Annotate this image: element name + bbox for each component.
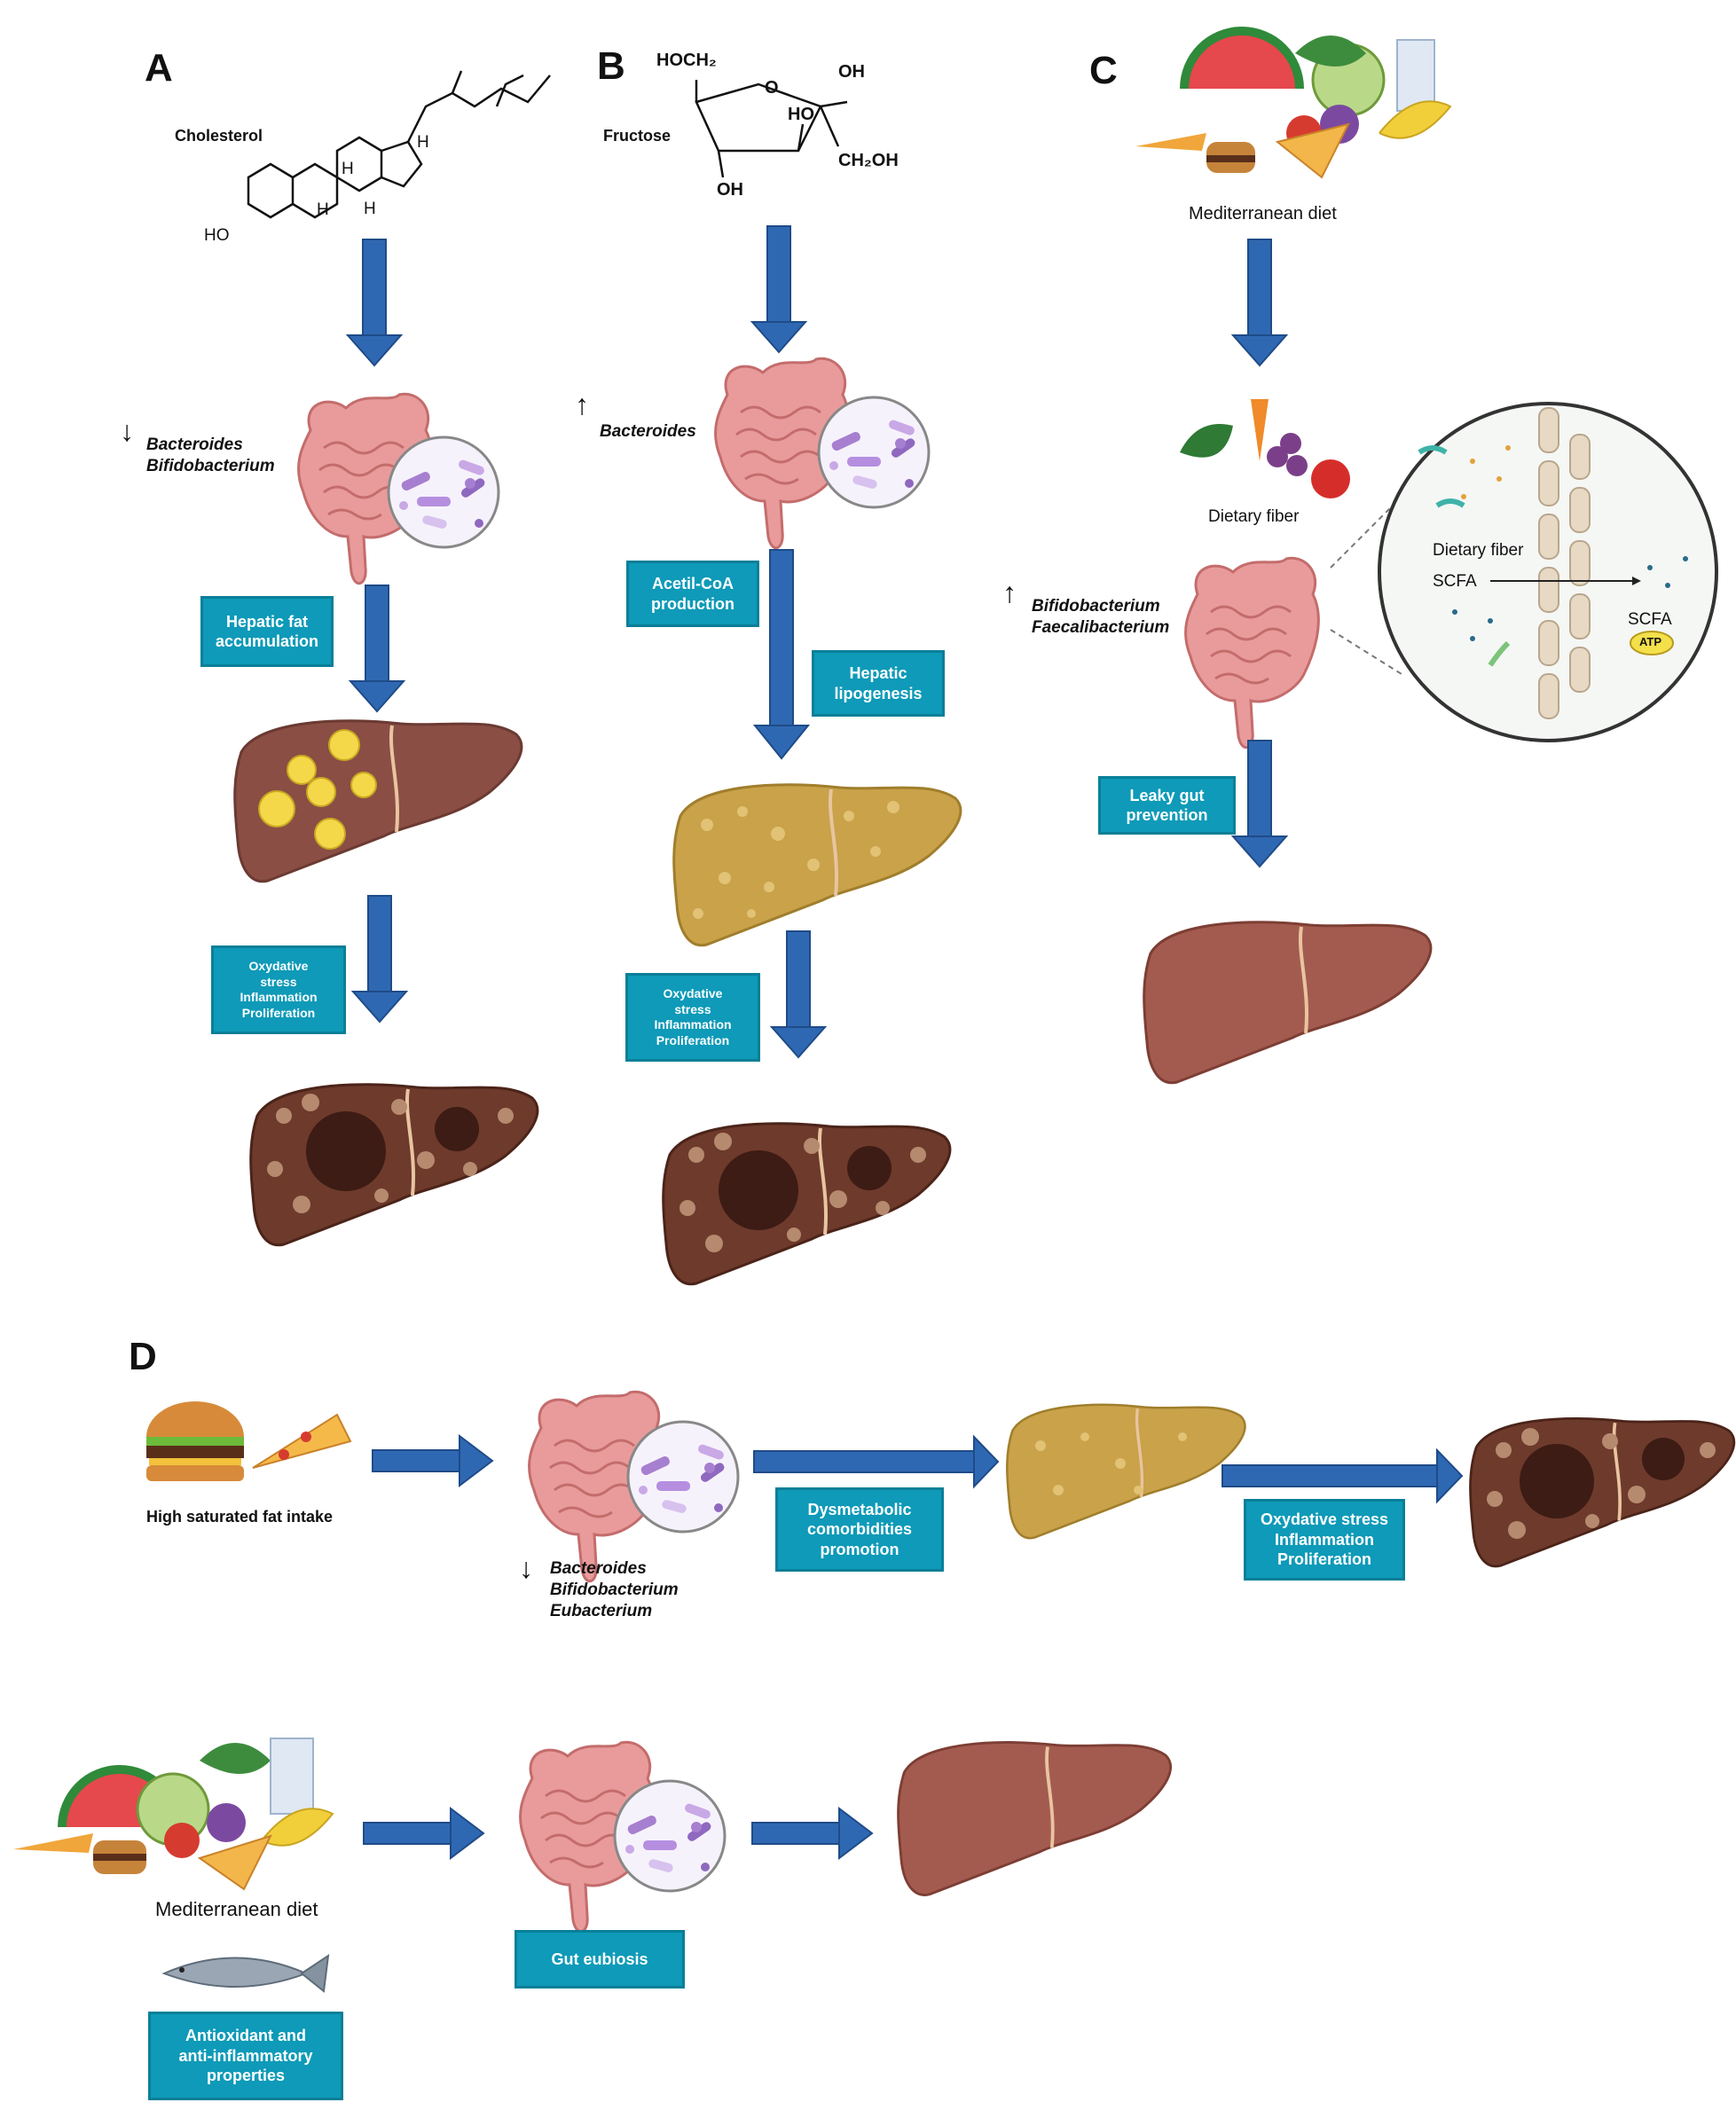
box-hepatic-fat: Hepatic fat accumulation bbox=[200, 596, 334, 667]
box-oxydative-d: Oxydative stress Inflammation Proliferat… bbox=[1244, 1499, 1405, 1581]
bacteria-b bbox=[817, 396, 931, 509]
chem-h-a2: H bbox=[342, 160, 354, 178]
arrow-d5 bbox=[751, 1808, 873, 1859]
chem-h-a4: H bbox=[364, 200, 376, 218]
mediterranean-diet-label-d: Mediterranean diet bbox=[155, 1898, 318, 1920]
panel-letter-b: B bbox=[597, 44, 625, 88]
bacteria-d bbox=[626, 1420, 740, 1534]
arrow-d2 bbox=[753, 1434, 1000, 1489]
chem-ho-b: HO bbox=[788, 105, 814, 124]
liver-cancer-a bbox=[248, 1082, 539, 1247]
panel-letter-a: A bbox=[145, 46, 173, 90]
cholesterol-label: Cholesterol bbox=[175, 127, 263, 145]
panel-letter-d: D bbox=[129, 1335, 157, 1378]
gut-c bbox=[1184, 556, 1320, 749]
mediterranean-food-d bbox=[13, 1738, 334, 1891]
arrow-up-glyph-b: ↑ bbox=[575, 388, 589, 420]
liver-healthy-c bbox=[1142, 920, 1433, 1085]
chem-ho-a: HO bbox=[204, 226, 230, 245]
liver-fatty-d bbox=[1005, 1403, 1247, 1540]
inset-scfa-2: SCFA bbox=[1628, 610, 1672, 629]
chem-o: O bbox=[765, 78, 779, 98]
inset-scfa-1: SCFA bbox=[1433, 572, 1477, 591]
arrow-a1 bbox=[347, 239, 402, 366]
arrow-b3 bbox=[771, 930, 826, 1058]
arrow-d4 bbox=[363, 1808, 484, 1859]
box-dysmetabolic: Dysmetabolic comorbidities promotion bbox=[775, 1487, 944, 1572]
liver-healthy-d bbox=[896, 1740, 1173, 1897]
arrow-c1 bbox=[1232, 239, 1287, 366]
inset-dietary-fiber: Dietary fiber bbox=[1433, 541, 1524, 560]
arrow-down-glyph-d: ↓ bbox=[519, 1552, 533, 1584]
arrow-d1 bbox=[372, 1435, 493, 1487]
fructose-label: Fructose bbox=[603, 127, 672, 145]
liver-cancer-d bbox=[1468, 1416, 1736, 1568]
fructose-structure bbox=[695, 80, 848, 178]
inset-atp: ATP bbox=[1639, 635, 1662, 648]
arrow-b1 bbox=[751, 225, 806, 353]
fish-icon bbox=[161, 1953, 330, 1993]
chem-hoch2: HOCH₂ bbox=[656, 51, 717, 70]
liver-cancer-b bbox=[661, 1121, 952, 1286]
box-gut-eubiosis: Gut eubiosis bbox=[515, 1930, 685, 1989]
arrow-down-glyph-a: ↓ bbox=[120, 415, 134, 447]
chem-oh-bottom: OH bbox=[717, 180, 743, 200]
gut-inset-c bbox=[1330, 402, 1718, 742]
cholesterol-structure bbox=[247, 70, 551, 219]
mediterranean-diet-label-c: Mediterranean diet bbox=[1189, 204, 1337, 224]
fat-droplets bbox=[258, 729, 377, 850]
taxa-b: Bacteroides bbox=[600, 422, 696, 441]
box-antioxidant: Antioxidant and anti-inflammatory proper… bbox=[148, 2012, 343, 2100]
arrow-a2 bbox=[350, 584, 405, 712]
arrow-c2 bbox=[1232, 740, 1287, 867]
arrow-d3 bbox=[1221, 1447, 1464, 1504]
bacteria-d2 bbox=[613, 1779, 727, 1893]
arrow-b2 bbox=[752, 549, 811, 760]
fast-food-d bbox=[146, 1401, 352, 1481]
arrow-a3 bbox=[352, 895, 407, 1023]
dietary-fiber-label: Dietary fiber bbox=[1208, 507, 1300, 526]
chem-ch2oh: CH₂OH bbox=[838, 151, 899, 170]
box-oxydative-b: Oxydative stress Inflammation Proliferat… bbox=[625, 973, 760, 1062]
box-acetil-coa: Acetil-CoA production bbox=[626, 561, 759, 627]
mediterranean-food-c bbox=[1135, 27, 1452, 179]
chem-h-a1: H bbox=[417, 133, 429, 152]
chem-oh-top: OH bbox=[838, 62, 865, 82]
liver-fatty-b bbox=[672, 782, 962, 947]
panel-letter-c: C bbox=[1089, 49, 1118, 92]
box-oxydative-a: Oxydative stress Inflammation Proliferat… bbox=[211, 945, 346, 1034]
chem-h-a3: H bbox=[317, 200, 329, 219]
box-hepatic-lipogenesis: Hepatic lipogenesis bbox=[812, 650, 945, 717]
high-fat-intake-label: High saturated fat intake bbox=[146, 1508, 334, 1526]
fiber-food-c bbox=[1180, 399, 1350, 498]
box-leaky-gut: Leaky gut prevention bbox=[1098, 776, 1236, 835]
bacteria-a bbox=[387, 435, 500, 549]
arrow-up-glyph-c: ↑ bbox=[1002, 577, 1017, 608]
